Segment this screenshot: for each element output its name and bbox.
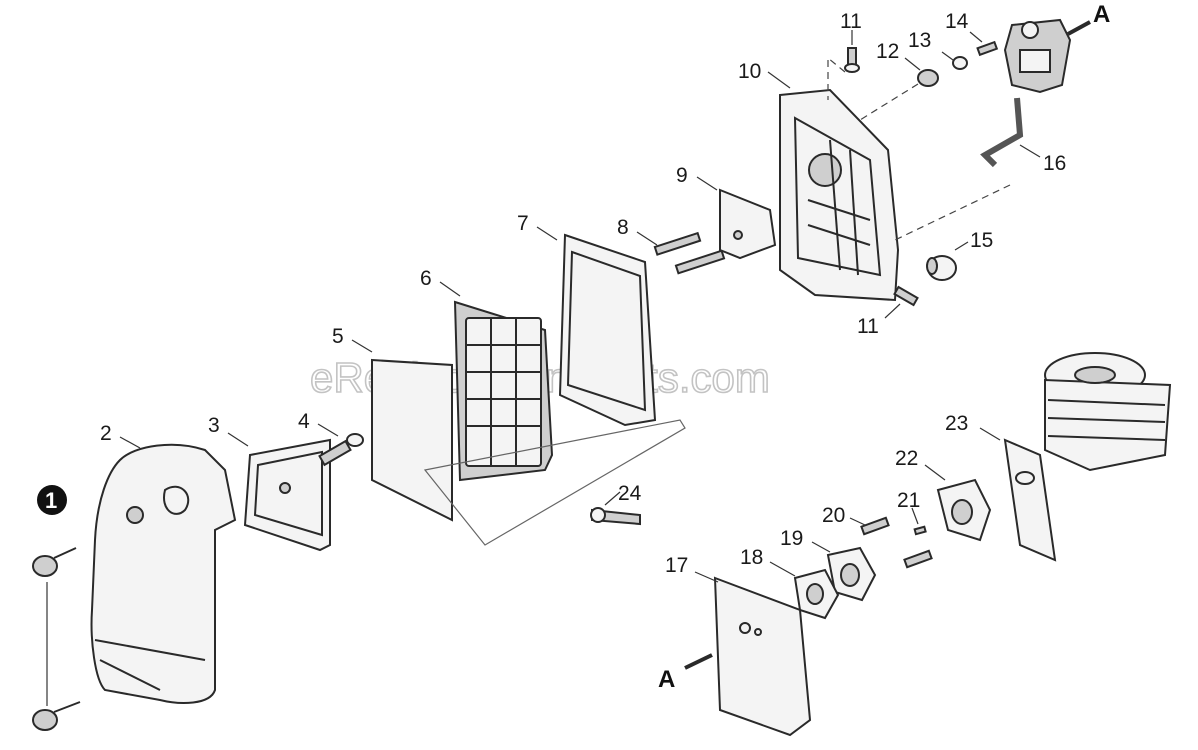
callout-23: 23 bbox=[945, 412, 968, 435]
part-2-cover[interactable] bbox=[90, 443, 237, 704]
part-10-air-cleaner-case[interactable] bbox=[779, 88, 900, 302]
callout-9: 9 bbox=[676, 164, 688, 187]
part-4-bolt[interactable] bbox=[318, 433, 364, 467]
callout-2: 2 bbox=[100, 422, 112, 445]
callout-17: 17 bbox=[665, 554, 688, 577]
part-20-screws[interactable] bbox=[860, 516, 933, 569]
part-16-pipe[interactable] bbox=[980, 97, 1024, 168]
part-3-plate[interactable] bbox=[243, 438, 331, 552]
part-18-gasket[interactable] bbox=[793, 568, 840, 620]
part-21-pin[interactable] bbox=[913, 525, 927, 536]
part-15-cap[interactable] bbox=[926, 255, 957, 281]
part-11-screw-bottom[interactable] bbox=[893, 285, 919, 307]
part-6-grid-filter[interactable] bbox=[453, 300, 554, 482]
carburetor[interactable] bbox=[1003, 18, 1072, 94]
part-22-insulator[interactable] bbox=[936, 478, 992, 542]
part-17-gasket[interactable] bbox=[713, 576, 812, 737]
callout-13: 13 bbox=[908, 29, 931, 52]
part-19-spacer[interactable] bbox=[826, 546, 877, 602]
callout-7: 7 bbox=[517, 212, 529, 235]
callout-22: 22 bbox=[895, 447, 918, 470]
callout-3: 3 bbox=[208, 414, 220, 437]
callout-12: 12 bbox=[876, 40, 899, 63]
callout-11-bottom: 11 bbox=[857, 315, 879, 338]
part-23-gasket[interactable] bbox=[1003, 438, 1057, 562]
callout-5: 5 bbox=[332, 325, 344, 348]
callout-10: 10 bbox=[738, 60, 761, 83]
callout-8: 8 bbox=[617, 216, 629, 239]
part-8-screws[interactable] bbox=[653, 231, 726, 275]
part-1-fastener-top[interactable] bbox=[32, 547, 77, 577]
callout-4: 4 bbox=[298, 410, 310, 433]
callout-19: 19 bbox=[780, 527, 803, 550]
callout-6: 6 bbox=[420, 267, 432, 290]
cylinder[interactable] bbox=[1044, 352, 1172, 472]
callout-18: 18 bbox=[740, 546, 763, 569]
part-9-bracket[interactable] bbox=[719, 188, 777, 260]
part-1-fastener-bottom[interactable] bbox=[32, 701, 81, 731]
callout-20: 20 bbox=[822, 504, 845, 527]
callout-15: 15 bbox=[970, 229, 993, 252]
callout-11-top: 11 bbox=[840, 10, 862, 33]
ref-marker-a-bottom: A bbox=[658, 666, 675, 693]
part-13-washer[interactable] bbox=[952, 56, 968, 70]
svg-text:1: 1 bbox=[45, 488, 57, 513]
callout-16: 16 bbox=[1043, 152, 1066, 175]
part-14-screw[interactable] bbox=[976, 40, 999, 57]
callout-21: 21 bbox=[897, 489, 920, 512]
callout-24: 24 bbox=[618, 482, 642, 505]
part-5-foam-filter[interactable] bbox=[371, 358, 453, 522]
badge-1: 1 bbox=[37, 485, 67, 515]
part-11-screw-top[interactable] bbox=[844, 47, 860, 73]
ref-marker-a-top: A bbox=[1093, 1, 1110, 28]
part-24-base[interactable] bbox=[423, 419, 686, 546]
part-7-filter-element[interactable] bbox=[558, 233, 657, 427]
callout-14: 14 bbox=[945, 10, 969, 33]
part-12-nut[interactable] bbox=[917, 69, 939, 87]
